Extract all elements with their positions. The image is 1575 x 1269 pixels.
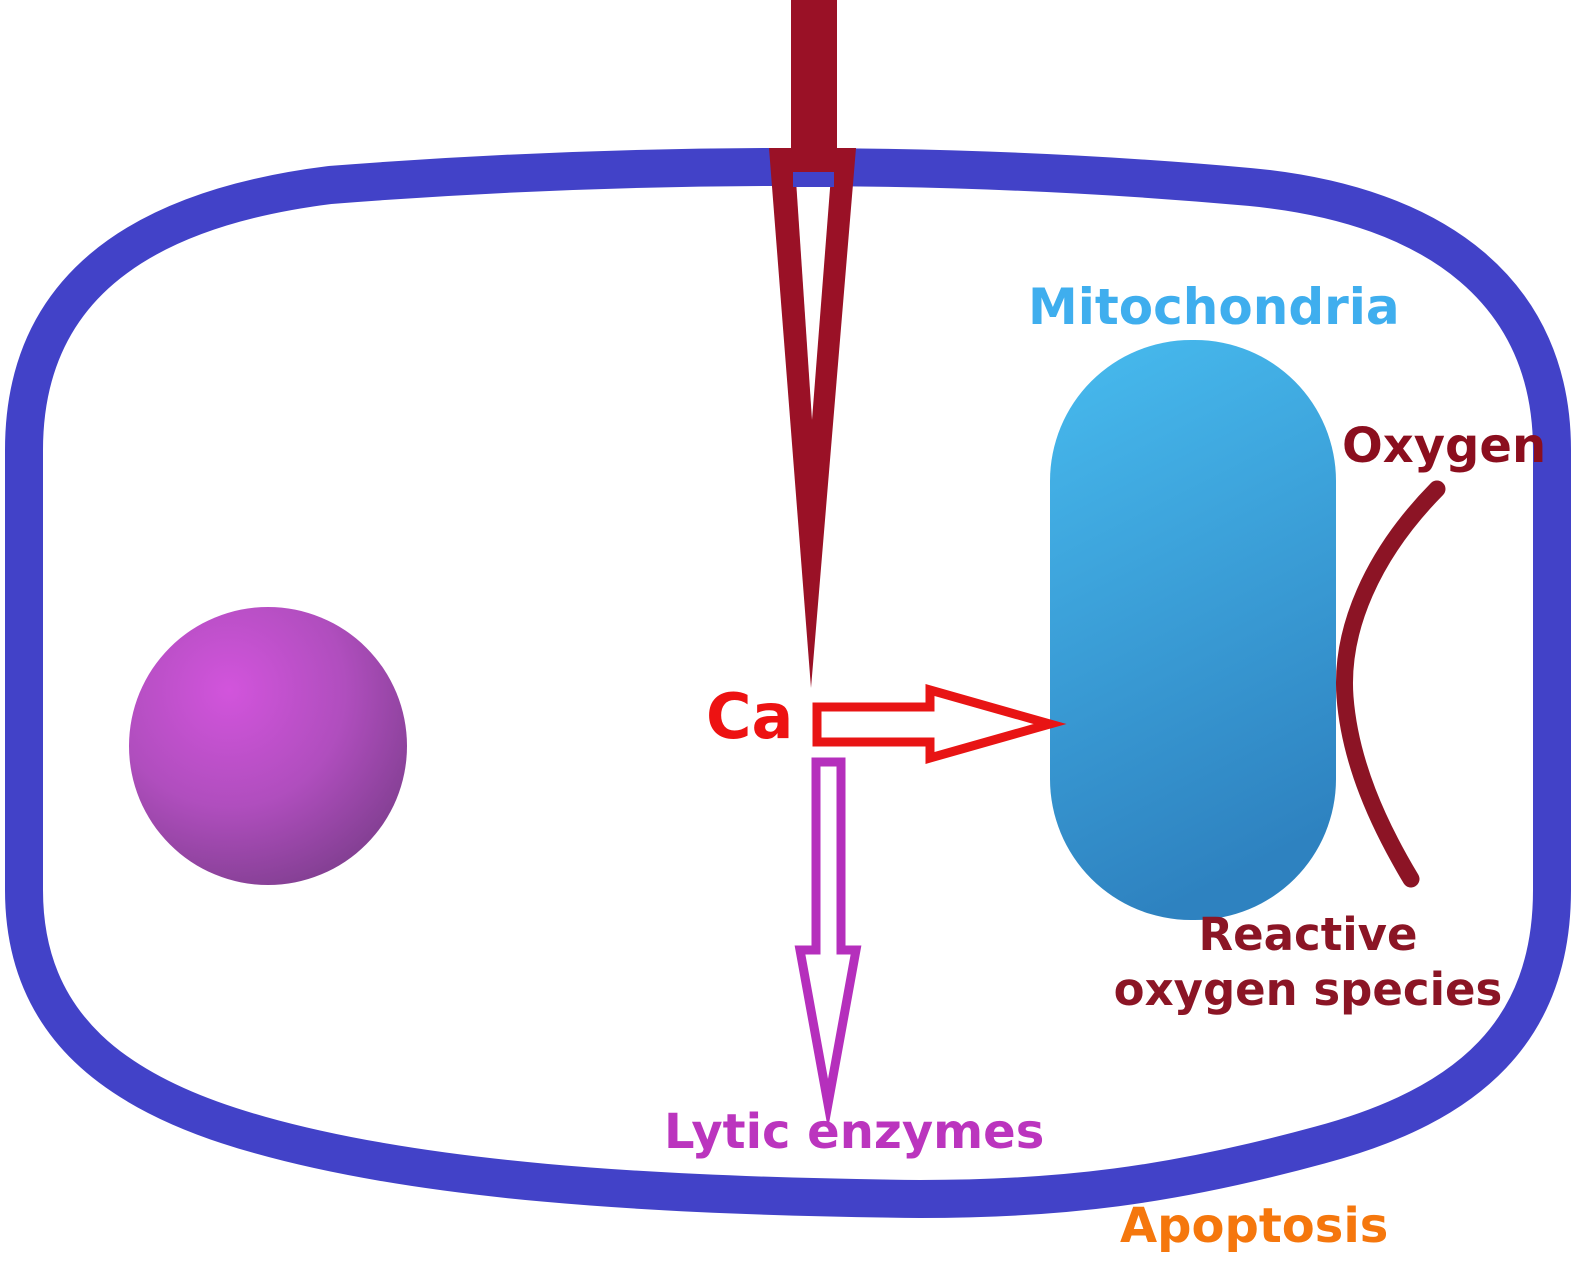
label-reactive-oxygen-species: Reactive oxygen species — [1108, 908, 1508, 1018]
label-calcium: Ca — [706, 680, 794, 753]
label-lytic-enzymes: Lytic enzymes — [664, 1104, 1045, 1160]
ros-line-2: oxygen species — [1113, 962, 1503, 1016]
mitochondria-capsule — [1050, 340, 1336, 920]
micropipette-tip — [769, 148, 856, 688]
calcium-arrow-right — [812, 684, 1067, 764]
label-apoptosis: Apoptosis — [1120, 1198, 1389, 1254]
nucleus-sphere — [129, 607, 407, 885]
cell-membrane — [5, 147, 1571, 1219]
micropipette-shank — [791, 0, 837, 172]
lytic-arrow-down — [794, 757, 862, 1130]
label-oxygen: Oxygen — [1342, 418, 1547, 474]
ros-line-1: Reactive — [1198, 908, 1418, 961]
micropipette-bore — [794, 150, 833, 420]
ros-curve — [1335, 480, 1446, 888]
label-mitochondria: Mitochondria — [1028, 278, 1400, 336]
